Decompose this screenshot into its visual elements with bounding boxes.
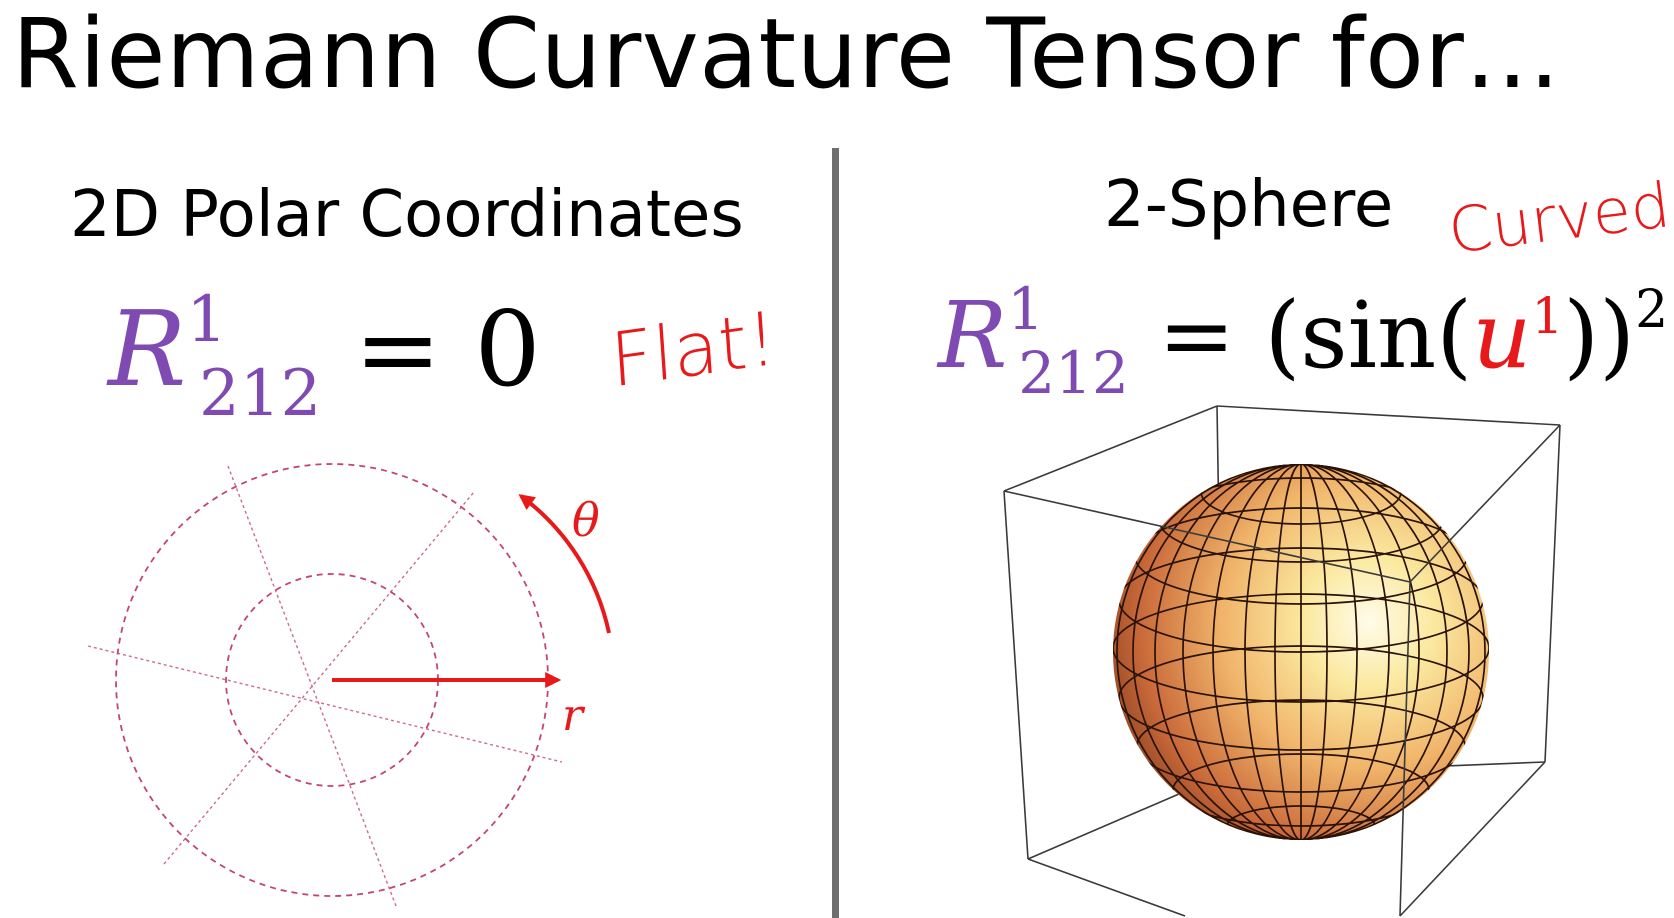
upper-index: 1 [1007,275,1045,343]
panel-divider [832,148,839,918]
r-label: r [562,690,586,741]
polar-radial-lines [87,465,563,907]
lower-indices: 212 [1018,339,1129,407]
equals-sign: = [1158,282,1236,389]
lower-indices: 212 [199,357,322,431]
two-sphere-heading: 2-Sphere [1104,168,1394,242]
equals-sign: = [354,288,442,410]
bounding-box-front [1003,424,1561,917]
theta-label: θ [572,493,600,547]
upper-index: 1 [186,283,228,357]
variable-index: 1 [1531,287,1564,345]
radial-line [227,465,397,907]
variable-u: u [1472,282,1532,389]
rhs-suffix: )) [1563,282,1636,389]
polar-riemann-equation: R1212 = 0 [108,288,541,426]
power: 2 [1635,280,1669,340]
theta-arrow [518,494,611,634]
sphere-riemann-equation: R1212 = (sin(u1))2 [938,280,1668,402]
slide-title: Riemann Curvature Tensor for… [12,0,1561,110]
tensor-symbol: R [938,282,1008,389]
rhs-prefix: (sin( [1264,282,1473,389]
polar-coordinates-heading: 2D Polar Coordinates [70,178,744,252]
radial-line [163,491,475,865]
equation-rhs: 0 [474,288,541,410]
tensor-symbol: R [108,288,187,410]
